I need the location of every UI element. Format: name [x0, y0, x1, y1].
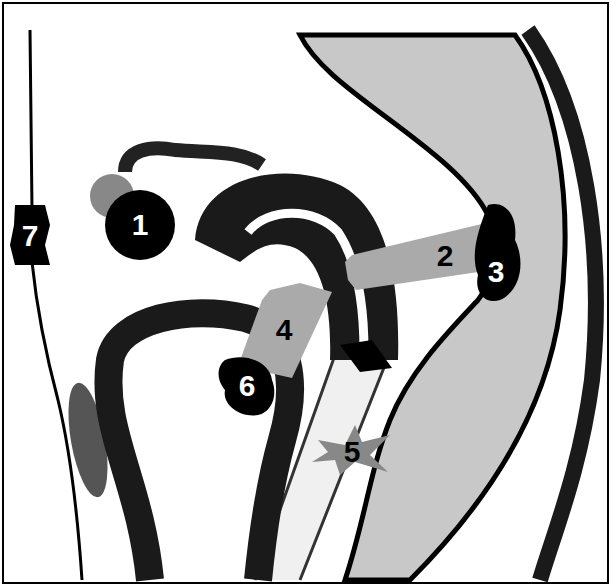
callout-number: 2 — [437, 241, 454, 271]
callout-number: 3 — [488, 257, 505, 287]
abdominal-wall — [30, 30, 82, 580]
fallopian-tube — [125, 148, 262, 172]
lesion-nodule — [10, 205, 50, 265]
callout-number: 4 — [276, 315, 293, 345]
callout-number: 6 — [239, 371, 256, 401]
frame — [3, 3, 608, 583]
callout-number: 7 — [22, 221, 39, 251]
cervix — [340, 340, 392, 372]
lesion-star — [312, 425, 390, 475]
lesion-nodule — [475, 204, 521, 301]
sacrum — [528, 30, 596, 580]
lesion-nodule — [219, 357, 275, 415]
callout-number: 5 — [344, 437, 361, 467]
callout-number: 1 — [132, 210, 149, 240]
ovarian-cyst — [105, 190, 175, 260]
